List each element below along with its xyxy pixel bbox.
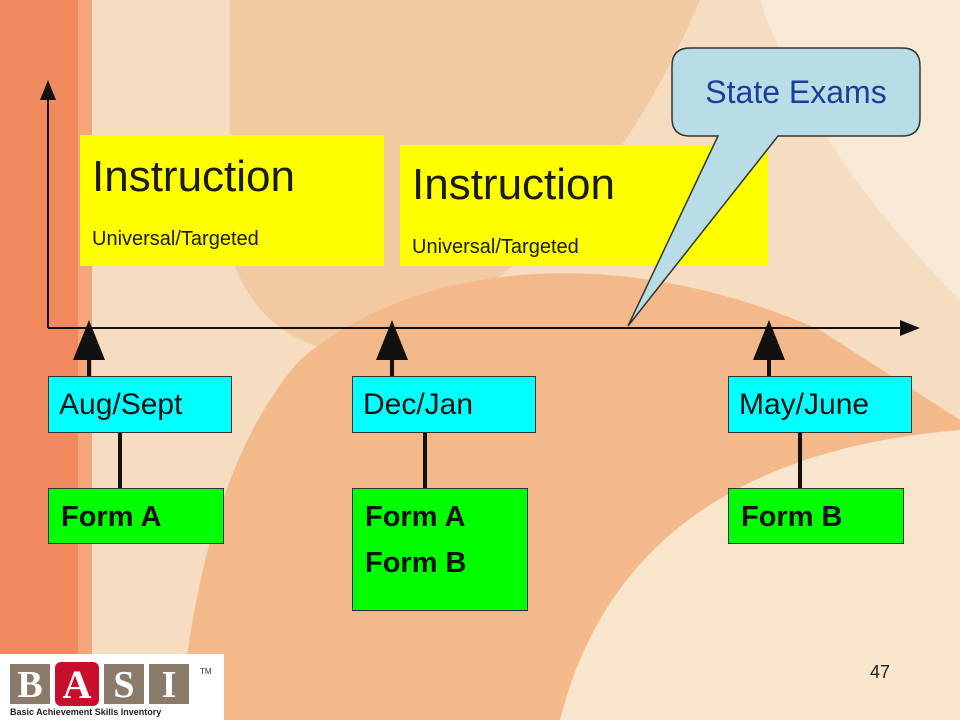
svg-text:S: S: [113, 664, 134, 706]
logo-tagline: Basic Achievement Skills Inventory: [10, 707, 162, 717]
form-box-aug-sept: Form A: [48, 488, 224, 544]
period-box-dec-jan: Dec/Jan: [352, 376, 536, 433]
form-label: Form B: [741, 501, 843, 533]
instruction-title: Instruction: [412, 160, 615, 209]
callout-label: State Exams: [705, 74, 887, 110]
form-label: Form A: [365, 501, 466, 533]
form-box-may-june: Form B: [728, 488, 904, 544]
form-label: Form B: [365, 547, 467, 579]
instruction-subtitle: Universal/Targeted: [412, 236, 579, 258]
svg-text:A: A: [63, 662, 92, 706]
basi-logo-letters: B A S I TM: [10, 662, 212, 706]
form-label: Form A: [61, 501, 162, 533]
svg-text:I: I: [162, 664, 177, 706]
period-box-may-june: May/June: [728, 376, 912, 433]
page-number: 47: [870, 662, 891, 682]
form-box-dec-jan: Form A Form B: [352, 488, 528, 611]
basi-logo: B A S I TM Basic Achievement Skills Inve…: [0, 654, 224, 720]
instruction-subtitle: Universal/Targeted: [92, 228, 259, 250]
svg-text:TM: TM: [200, 667, 212, 676]
svg-text:B: B: [17, 664, 42, 706]
instruction-box-1: Instruction Universal/Targeted: [80, 135, 384, 266]
period-box-aug-sept: Aug/Sept: [48, 376, 232, 433]
instruction-title: Instruction: [92, 152, 295, 201]
